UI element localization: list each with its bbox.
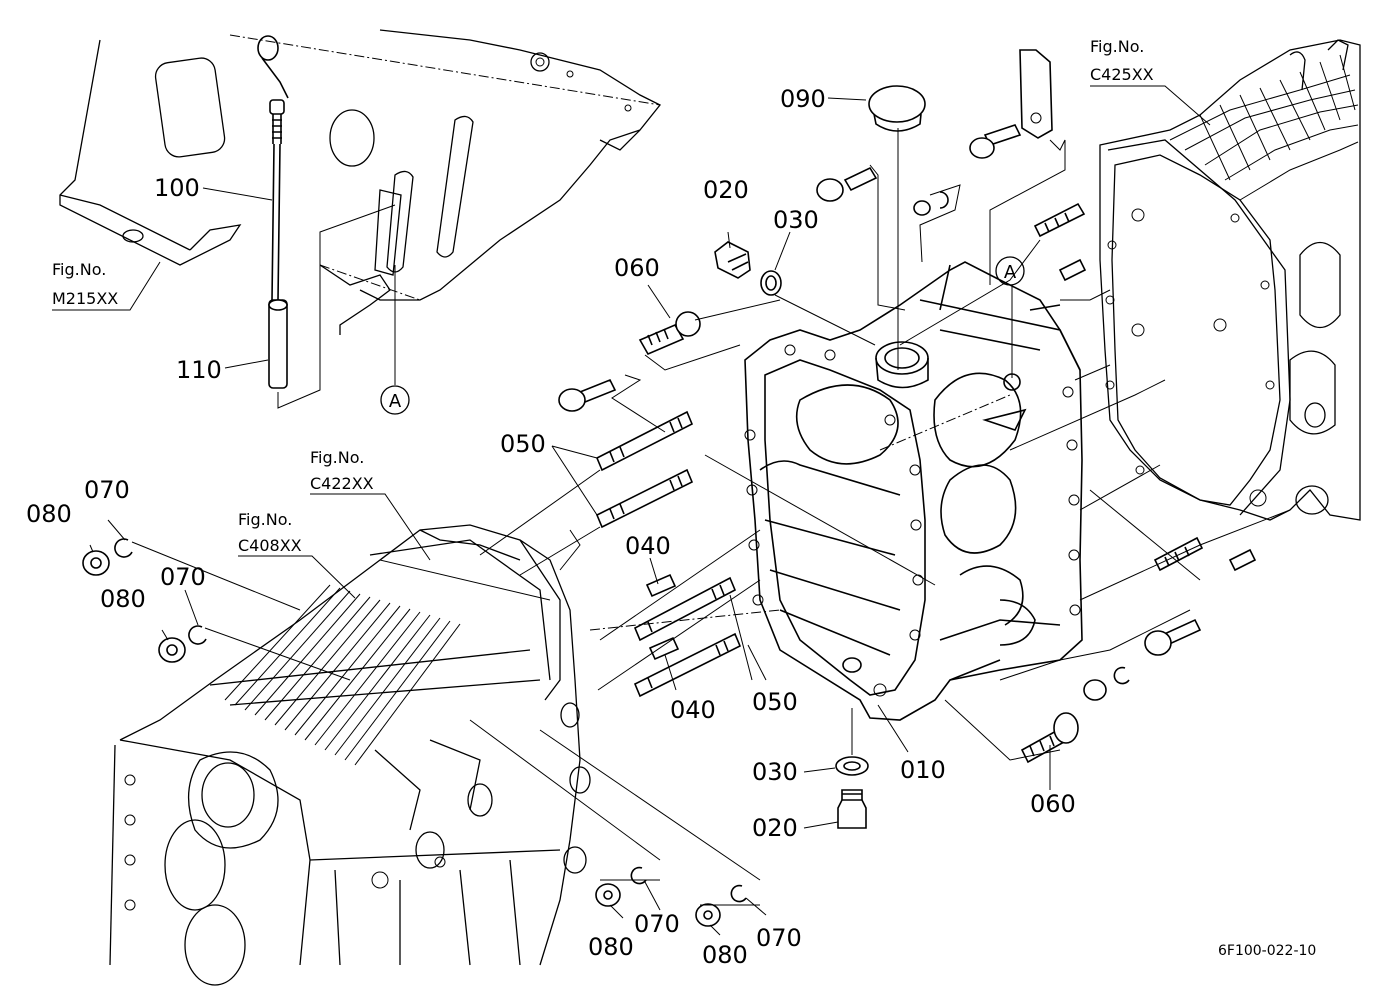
lock-washer-070-c: [630, 866, 647, 885]
label-020-bottom: 020: [752, 814, 798, 842]
bracket-plate: [969, 49, 1053, 159]
plug-090: [868, 85, 926, 132]
label-050-right: 050: [752, 688, 798, 716]
rear-housing: [1099, 39, 1361, 521]
label-060-top: 060: [614, 254, 660, 282]
hex-bolt-right: [1144, 618, 1202, 656]
label-070-a: 070: [84, 476, 130, 504]
stud-050-upper: [595, 410, 694, 472]
figure-ref-c408[interactable]: Fig.No. C408XX: [238, 510, 302, 555]
label-090: 090: [780, 85, 826, 113]
dipstick-assembly: [257, 35, 396, 409]
washer-030-top: [760, 270, 782, 296]
label-100: 100: [154, 174, 200, 202]
label-010: 010: [900, 756, 946, 784]
nut-washer-right: [1083, 666, 1130, 701]
nut-080-a: [82, 550, 110, 576]
assembly-lines: [131, 128, 1291, 906]
label-080-d: 080: [702, 941, 748, 969]
nut-080-c: [595, 883, 621, 907]
label-030-bottom: 030: [752, 758, 798, 786]
svg-text:C425XX: C425XX: [1090, 65, 1154, 84]
label-040-bottom: 040: [670, 696, 716, 724]
label-110: 110: [176, 356, 222, 384]
dowel-040-lower: [648, 636, 680, 661]
bolt-060-top: [638, 311, 701, 356]
label-070-d: 070: [756, 924, 802, 952]
label-020-top: 020: [703, 176, 749, 204]
front-gear-housing: [109, 524, 591, 986]
stud-right-upper: [1033, 202, 1086, 238]
drain-plug-020-bottom: [837, 789, 867, 829]
svg-text:Fig.No.: Fig.No.: [238, 510, 292, 529]
dowel-040-upper: [645, 573, 677, 598]
label-080-b: 080: [100, 585, 146, 613]
dowel-right-lower: [1228, 548, 1257, 572]
nut-080-b: [158, 637, 186, 663]
stud-050-lower: [595, 468, 694, 529]
drawing-code: 6F100-022-10: [1218, 943, 1316, 959]
hex-bolt-left: [558, 378, 617, 412]
label-050-left: 050: [500, 430, 546, 458]
transmission-case-010: [744, 261, 1083, 721]
label-060-bottom: 060: [1030, 790, 1076, 818]
svg-text:C408XX: C408XX: [238, 536, 302, 555]
lock-washer-070-b: [188, 625, 207, 645]
bolt-060-bottom: [1020, 712, 1079, 764]
lock-washer-070-d: [730, 884, 747, 903]
svg-text:Fig.No.: Fig.No.: [310, 448, 364, 467]
svg-text:A: A: [389, 391, 402, 412]
stud-right-lower: [1153, 536, 1204, 572]
ref-mark-a-left: A: [380, 385, 410, 415]
nut-080-d: [695, 903, 721, 927]
label-080-a: 080: [26, 500, 72, 528]
drain-plug-020-top: [714, 241, 751, 279]
washer-030-bottom: [835, 756, 869, 776]
label-030-top: 030: [773, 206, 819, 234]
figure-ref-m215[interactable]: Fig.No. M215XX: [52, 260, 118, 308]
label-070-c: 070: [634, 910, 680, 938]
label-040-top: 040: [625, 532, 671, 560]
svg-text:Fig.No.: Fig.No.: [52, 260, 106, 279]
hex-bolt-top: [816, 166, 949, 216]
engine-plate-housing: [59, 29, 662, 335]
figure-ref-c422[interactable]: Fig.No. C422XX: [310, 448, 374, 493]
figure-ref-c425[interactable]: Fig.No. C425XX: [1090, 37, 1154, 84]
part-labels: 090 100 110 020 030 060 050 040 040 050 …: [26, 85, 1076, 969]
svg-text:A: A: [1004, 262, 1017, 283]
label-080-c: 080: [588, 933, 634, 961]
stud-050-bottom: [633, 632, 742, 698]
lock-washer-070-a: [114, 538, 133, 558]
svg-text:C422XX: C422XX: [310, 474, 374, 493]
svg-text:Fig.No.: Fig.No.: [1090, 37, 1144, 56]
label-070-b: 070: [160, 563, 206, 591]
dowel-right-upper: [1058, 258, 1087, 282]
ref-mark-a-right: A: [995, 256, 1025, 286]
leader-lines: [52, 85, 1211, 936]
svg-text:M215XX: M215XX: [52, 289, 118, 308]
